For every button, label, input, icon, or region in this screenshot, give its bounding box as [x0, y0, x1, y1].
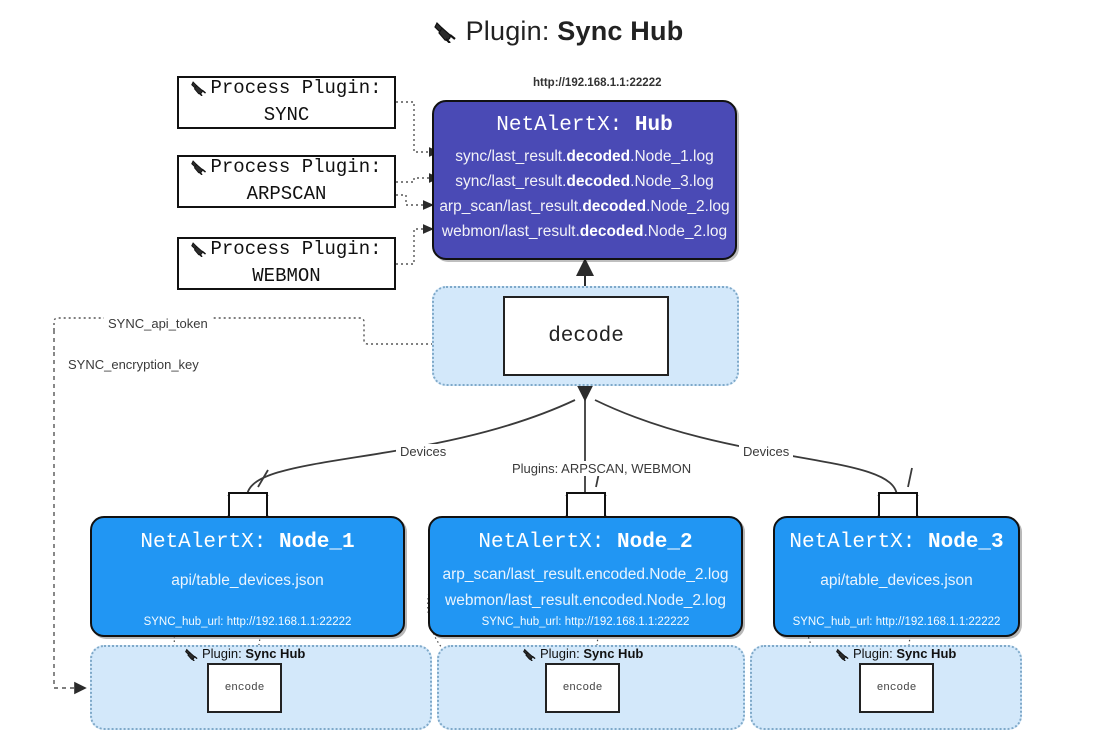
plug-icon: [191, 79, 209, 104]
hub-title-name: Hub: [634, 114, 673, 137]
process-plugin-value: ARPSCAN: [246, 183, 327, 205]
title-name: Sync Hub: [557, 16, 684, 46]
decode-box[interactable]: decode: [503, 296, 669, 376]
edge-label-plugins: Plugins: ARPSCAN, WEBMON: [508, 461, 696, 476]
process-plugin-label: Process Plugin:: [210, 156, 382, 179]
node-title: NetAlertX: Node_2: [478, 531, 693, 554]
node-title: NetAlertX: Node_3: [789, 531, 1004, 554]
envelope-icon: [228, 492, 268, 520]
process-plugin-line1: Process Plugin:: [191, 156, 382, 183]
plug-icon: [836, 647, 851, 664]
plug-icon: [191, 158, 209, 183]
hub-url-caption: http://192.168.1.1:22222: [533, 77, 662, 89]
node-line: api/table_devices.json: [171, 572, 324, 589]
process-plugin-arpscan[interactable]: Process Plugin: ARPSCAN: [177, 155, 396, 208]
node-footer: SYNC_hub_url: http://192.168.1.1:22222: [481, 616, 690, 628]
hub-log-line: webmon/last_result.decoded.Node_2.log: [441, 223, 728, 240]
node-2[interactable]: NetAlertX: Node_2 arp_scan/last_result.e…: [428, 516, 743, 637]
process-plugin-label: Process Plugin:: [210, 238, 382, 261]
envelope-icon: [566, 492, 606, 520]
edge-label-devices-right: Devices: [739, 444, 794, 459]
hub-log-line: arp_scan/last_result.decoded.Node_2.log: [439, 198, 730, 215]
plug-icon: [191, 240, 209, 265]
plug-icon: [185, 647, 200, 664]
hub-log-line: sync/last_result.decoded.Node_1.log: [455, 148, 714, 165]
node-line: webmon/last_result.encoded.Node_2.log: [445, 592, 726, 609]
encode-box-2[interactable]: encode: [545, 663, 620, 713]
process-plugin-line1: Process Plugin:: [191, 77, 382, 104]
encode-plugin-label-2: Plugin: Sync Hub: [523, 646, 643, 664]
encode-label: encode: [876, 682, 917, 694]
hub-title: NetAlertX: Hub: [434, 114, 735, 137]
node-1[interactable]: NetAlertX: Node_1 api/table_devices.json…: [90, 516, 405, 637]
encode-label: encode: [224, 682, 265, 694]
encode-box-1[interactable]: encode: [207, 663, 282, 713]
sync-api-token-label: SYNC_api_token: [104, 316, 212, 331]
encode-plugin-label-1: Plugin: Sync Hub: [185, 646, 305, 664]
node-line: arp_scan/last_result.encoded.Node_2.log: [442, 566, 729, 583]
node-title-name: Node_3: [928, 531, 1004, 554]
hub-node[interactable]: NetAlertX: Hub sync/last_result.decoded.…: [432, 100, 737, 260]
page-title: Plugin: Sync Hub: [0, 16, 1117, 50]
hub-title-prefix: NetAlertX:: [496, 114, 623, 137]
plug-icon: [523, 647, 538, 664]
process-plugin-sync[interactable]: Process Plugin: SYNC: [177, 76, 396, 129]
hub-log-line: sync/last_result.decoded.Node_3.log: [455, 173, 714, 190]
node-3[interactable]: NetAlertX: Node_3 api/table_devices.json…: [773, 516, 1020, 637]
node-footer: SYNC_hub_url: http://192.168.1.1:22222: [143, 616, 352, 628]
process-plugin-value: SYNC: [263, 104, 310, 126]
encode-plugin-label-3: Plugin: Sync Hub: [836, 646, 956, 664]
edge-label-devices-left: Devices: [396, 444, 451, 459]
encode-label: encode: [562, 682, 603, 694]
decode-label: decode: [548, 324, 624, 348]
plug-icon: [433, 19, 460, 50]
process-plugin-line1: Process Plugin:: [191, 238, 382, 265]
process-plugin-value: WEBMON: [252, 265, 321, 287]
node-title-name: Node_2: [617, 531, 693, 554]
process-plugin-label: Process Plugin:: [210, 77, 382, 100]
process-plugin-webmon[interactable]: Process Plugin: WEBMON: [177, 237, 396, 290]
encode-box-3[interactable]: encode: [859, 663, 934, 713]
node-line: api/table_devices.json: [820, 572, 973, 589]
sync-encryption-key-label: SYNC_encryption_key: [64, 357, 203, 372]
node-title-name: Node_1: [279, 531, 355, 554]
node-title: NetAlertX: Node_1: [140, 531, 355, 554]
node-footer: SYNC_hub_url: http://192.168.1.1:22222: [792, 616, 1001, 628]
title-prefix: Plugin:: [465, 16, 550, 46]
hub-log-lines: sync/last_result.decoded.Node_1.log sync…: [434, 144, 735, 244]
